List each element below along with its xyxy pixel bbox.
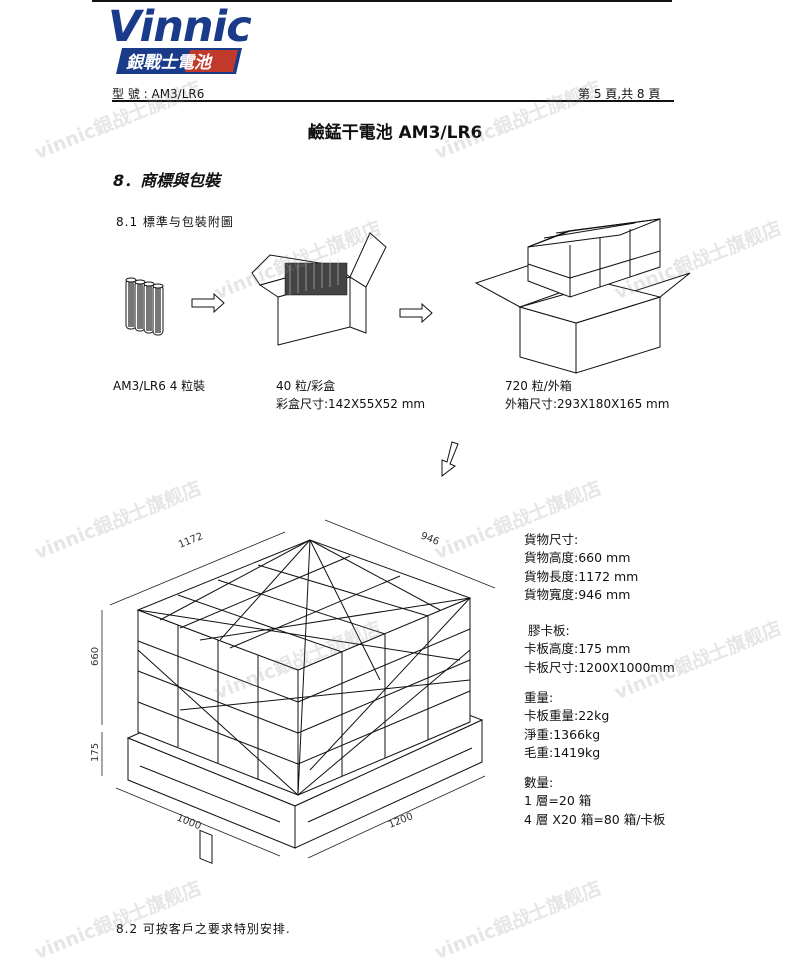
weight-line: 毛重:1419kg — [524, 744, 601, 760]
dimension-lines — [101, 519, 496, 859]
dim-height: 660 — [90, 647, 101, 666]
cargo-line: 貨物寬度:946 mm — [524, 586, 631, 602]
step2-caption: 40 粒/彩盒 彩盒尺寸:142X55X52 mm — [276, 377, 425, 413]
pallet-line: 卡板高度:175 mm — [524, 641, 631, 657]
watermark: vinnic銀战士旗舰店 — [431, 877, 605, 965]
step3-caption: 720 粒/外箱 外箱尺寸:293X180X165 mm — [505, 377, 669, 413]
top-rule — [92, 0, 672, 2]
step1-caption: AM3/LR6 4 粒裝 — [113, 377, 205, 395]
quantity-specs: 數量: 1 層=20 箱 4 層 X20 箱=80 箱/卡板 — [524, 774, 665, 829]
pallet-drawing: 1172 946 660 175 1000 1200 — [90, 519, 496, 865]
packaging-illustration — [125, 218, 691, 374]
dim-base-width: 1000 — [175, 813, 203, 833]
carton-stack — [136, 539, 472, 796]
arrow-right-icon — [399, 302, 433, 324]
quantity-heading: 數量: — [524, 775, 554, 790]
brand-badge-text: 銀戰士電池 — [126, 53, 213, 73]
pallet-heading: 膠卡板: — [528, 623, 570, 638]
weight-specs: 重量: 卡板重量:22kg 淨重:1366kg 毛重:1419kg — [524, 689, 609, 762]
outer-carton-illustration — [474, 218, 691, 374]
step2-caption-line2: 彩盒尺寸:142X55X52 mm — [276, 397, 426, 411]
pallet-line: 卡板尺寸:1200X1000mm — [524, 659, 675, 675]
step3-caption-line1: 720 粒/外箱 — [505, 379, 572, 393]
arrow-down-icon — [441, 441, 459, 478]
arrow-right-icon — [191, 292, 225, 314]
quantity-line: 4 層 X20 箱=80 箱/卡板 — [524, 811, 666, 827]
cargo-line: 貨物高度:660 mm — [524, 550, 631, 566]
quantity-line: 1 層=20 箱 — [524, 793, 592, 809]
weight-heading: 重量: — [524, 690, 554, 705]
vinnic-logo: Vinnic — [108, 2, 252, 52]
dim-pallet-height: 175 — [90, 743, 101, 762]
cargo-line: 貨物長度:1172 mm — [524, 568, 639, 584]
header-rule — [112, 100, 674, 102]
four-battery-pack-illustration — [125, 277, 164, 336]
color-box-illustration — [251, 232, 387, 346]
section-title: 8．商標與包裝 — [113, 171, 221, 190]
step1-caption-line1: AM3/LR6 4 粒裝 — [113, 379, 206, 393]
page-indicator: 第 5 頁,共 8 頁 — [578, 87, 661, 101]
step2-caption-line1: 40 粒/彩盒 — [276, 379, 336, 393]
pallet-specs: 膠卡板: 卡板高度:175 mm 卡板尺寸:1200X1000mm — [524, 622, 675, 677]
weight-line: 淨重:1366kg — [524, 726, 601, 742]
cargo-specs: 貨物尺寸: 貨物高度:660 mm 貨物長度:1172 mm 貨物寬度:946 … — [524, 531, 638, 604]
step3-caption-line2: 外箱尺寸:293X180X165 mm — [505, 397, 670, 411]
model-number: 型 號 : AM3/LR6 — [112, 87, 205, 101]
brand-badge-logo: 銀戰士電池 — [116, 48, 242, 74]
subsection-title: 8.1 標準与包裝附圖 — [116, 215, 234, 229]
weight-line: 卡板重量:22kg — [524, 708, 610, 724]
dim-length: 1172 — [177, 531, 205, 551]
cargo-heading: 貨物尺寸: — [524, 532, 579, 547]
document-title: 鹼錳干電池 AM3/LR6 — [307, 123, 483, 143]
footer-note: 8.2 可按客戶之要求特別安排. — [116, 922, 291, 936]
dim-base-length: 1200 — [387, 811, 415, 831]
